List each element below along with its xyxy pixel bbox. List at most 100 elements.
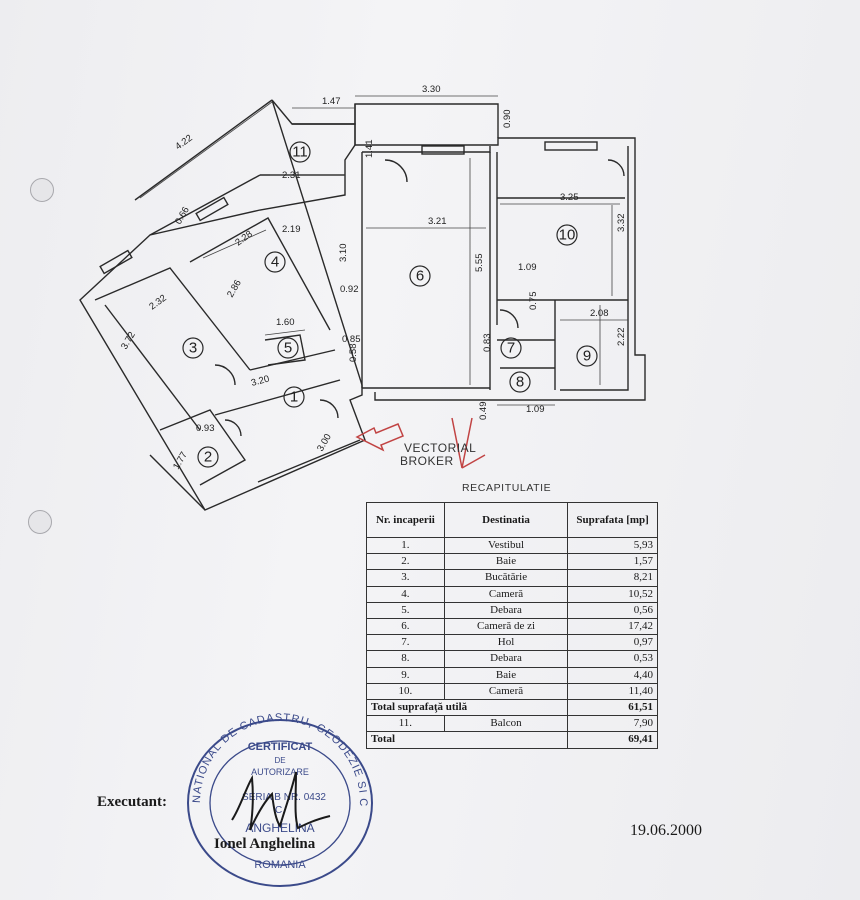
watermark-line2: BROKER [400, 454, 454, 468]
room-nr-cell: 6. [366, 618, 445, 636]
dimension-label: 1.47 [322, 96, 341, 107]
total-label: Total [365, 731, 569, 749]
room-nr-cell: 1. [366, 536, 445, 555]
dimension-label: 2.22 [616, 328, 627, 347]
room-destination-cell: Hol [443, 634, 569, 652]
room-number-circle [509, 371, 531, 393]
recap-table: Nr. incaperii Destinatia Suprafata [mp] … [365, 502, 658, 749]
room-area-cell: 0,97 [567, 634, 658, 652]
room-nr-cell: 9. [366, 666, 445, 684]
dimension-label: 0.66 [173, 205, 192, 227]
total-row: Total 69,41 [365, 731, 658, 749]
room-number: 7 [507, 340, 515, 357]
room-number: 6 [416, 268, 424, 285]
dimension-label: 0.92 [340, 284, 359, 295]
dimension-label: 3.72 [119, 330, 138, 352]
header-suprafata: Suprafata [mp] [567, 502, 658, 538]
dimension-label: 0.93 [196, 423, 215, 434]
room-number-circle [277, 337, 299, 359]
room-number: 1 [290, 389, 298, 406]
dimension-label: 3.21 [428, 216, 447, 227]
watermark-line1: VECTORIAL [404, 441, 477, 455]
room-number: 8 [516, 374, 524, 391]
dimension-label: 2.28 [233, 229, 254, 249]
room-number: 2 [204, 449, 212, 466]
dimension-label: 3.20 [250, 373, 271, 388]
stamp-bottom: ROMANIA [254, 859, 306, 871]
total-area: 69,41 [567, 731, 658, 749]
room-area-cell: 5,93 [567, 536, 658, 555]
dimension-label: 0.58 [348, 344, 359, 363]
room-number: 11 [292, 144, 308, 161]
dimension-label: 3.10 [338, 244, 349, 263]
dimension-label: 0.85 [342, 334, 361, 345]
dimension-label: 1.60 [276, 317, 295, 328]
room-destination-cell: Vestibul [443, 536, 569, 555]
room-number-circle [576, 345, 598, 367]
dimension-label: 3.30 [422, 84, 441, 95]
dimension-label: 0.90 [502, 110, 513, 129]
dimension-label: 2.19 [282, 224, 301, 235]
dimension-label: 1.09 [526, 404, 545, 415]
room-number-circle [264, 251, 286, 273]
handwritten-signature [231, 771, 331, 831]
balcon-area: 7,90 [567, 715, 658, 733]
room-nr-cell: 2. [366, 553, 445, 571]
recap-title: RECAPITULATIE [462, 482, 552, 494]
official-stamp: NATIONAL DE CADASTRU, GEODEZIE SI CARTOG… [180, 708, 373, 887]
room-nr-cell: 7. [366, 634, 445, 652]
room-number: 4 [271, 254, 279, 271]
recap-header-row: Nr. incaperii Destinatia Suprafata [mp] [366, 502, 658, 538]
room-number-circle [182, 337, 204, 359]
room-destination-cell: Debara [443, 650, 569, 668]
room-destination-cell: Baie [443, 666, 569, 684]
dimension-label: 2.86 [225, 278, 244, 300]
room-nr-cell: 8. [366, 650, 445, 668]
dimension-label: 4.22 [173, 133, 194, 153]
dimension-label: 1.41 [364, 140, 375, 159]
balcon-nr: 11. [366, 715, 445, 733]
room-number: 3 [189, 340, 197, 357]
room-destination-cell: Cameră [443, 682, 569, 701]
dimension-label: 1.09 [518, 262, 537, 273]
executant-label: Executant: [97, 794, 167, 810]
room-area-cell: 4,40 [567, 666, 658, 684]
punch-hole-top [30, 178, 54, 202]
header-nr: Nr. incaperii [366, 502, 445, 538]
room-area-cell: 10,52 [567, 585, 658, 603]
stamp-line1: CERTIFICAT [248, 741, 313, 753]
room-number: 9 [583, 348, 591, 365]
punch-hole-bottom [28, 510, 52, 534]
dimension-label: 0.83 [482, 334, 493, 353]
dimension-label: 2.32 [147, 293, 168, 313]
room-number-circle [283, 386, 305, 408]
balcon-dest: Balcon [443, 715, 569, 733]
room-number: 5 [284, 340, 292, 357]
room-number: 10 [559, 227, 576, 244]
room-destination-cell: Bucătărie [443, 569, 569, 587]
room-number-circle [556, 224, 578, 246]
room-nr-cell: 10. [366, 682, 445, 701]
balcon-row: 11. Balcon 7,90 [366, 715, 658, 733]
dimension-label: 5.55 [474, 254, 485, 273]
room-nr-cell: 3. [366, 569, 445, 587]
header-destinatia: Destinatia [443, 502, 569, 538]
room-number-circle [197, 446, 219, 468]
dimension-label: 0.49 [478, 402, 489, 421]
room-nr-cell: 4. [366, 585, 445, 603]
room-destination-cell: Cameră de zi [443, 618, 569, 636]
room-area-cell: 0,53 [567, 650, 658, 668]
stamp-line5: C. [275, 805, 285, 816]
room-number-circle [289, 141, 311, 163]
